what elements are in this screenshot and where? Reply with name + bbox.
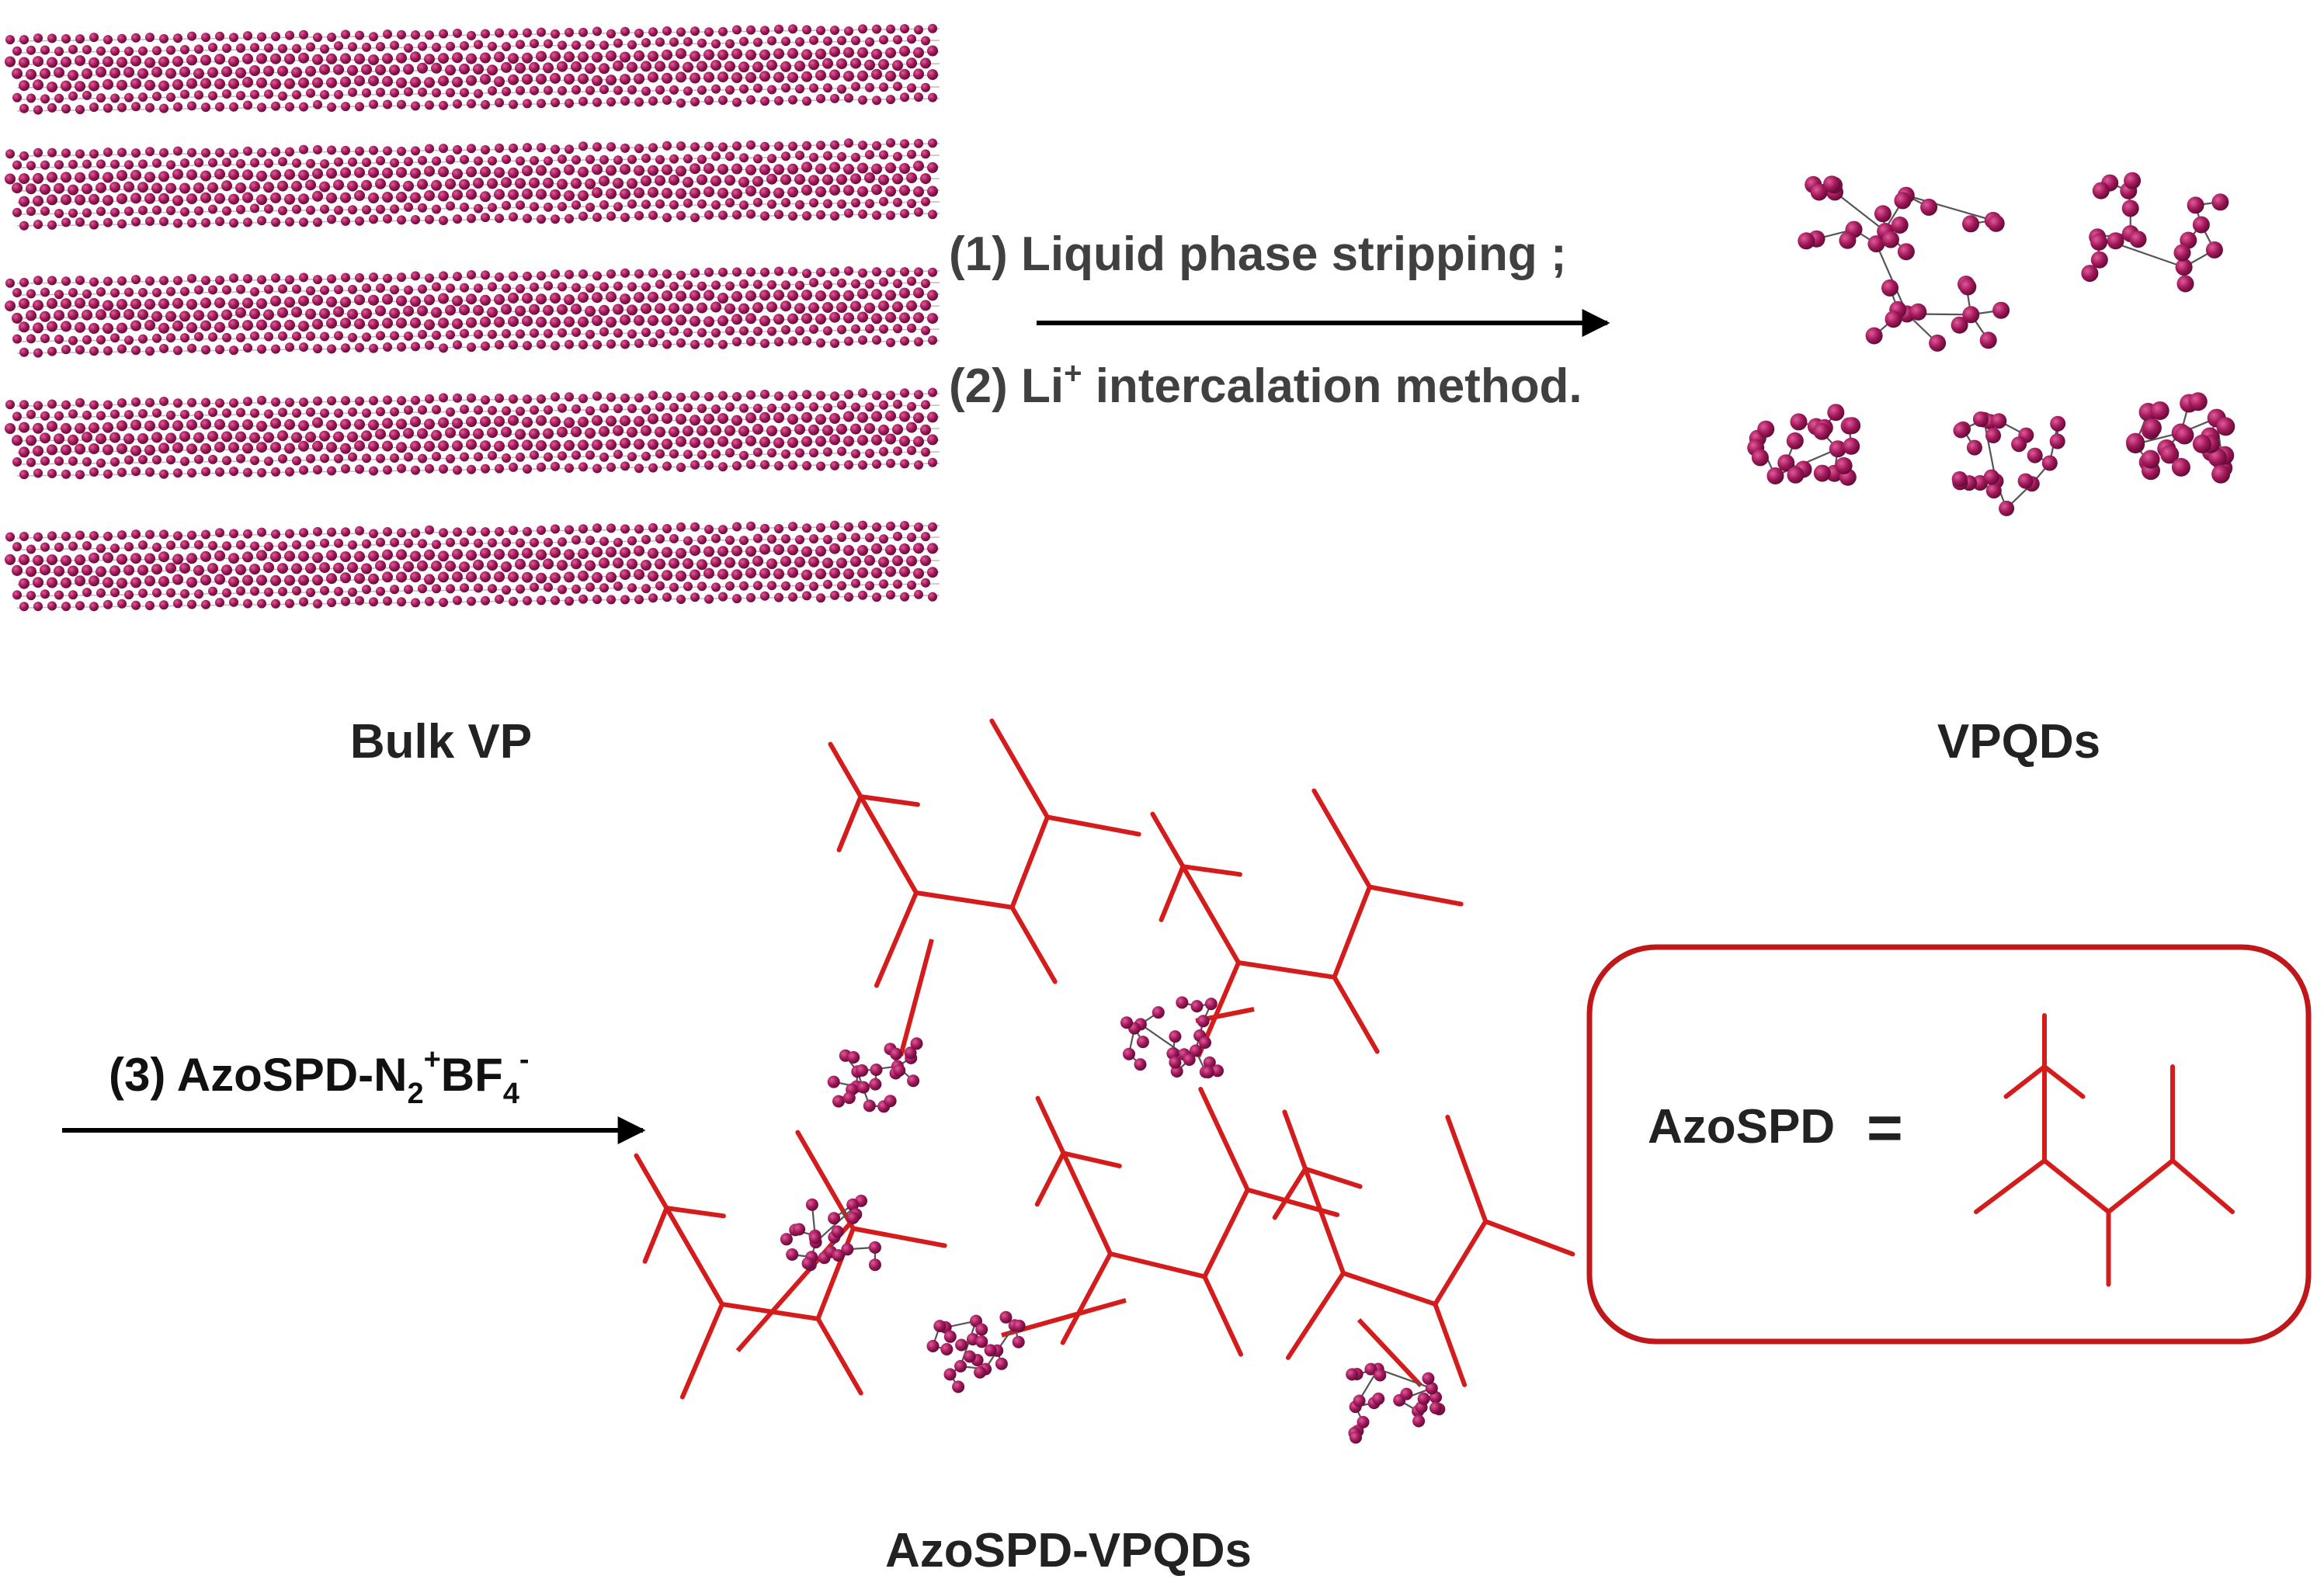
legend-equals-sign: = (1867, 1093, 1903, 1162)
azospd-ligand (1150, 788, 1464, 1058)
bulk-vp-layer (5, 520, 940, 612)
p-cluster (1346, 1362, 1446, 1444)
azospd-vpqd (1272, 1109, 1575, 1444)
step-1-label: (1) Liquid phase stripping ; (949, 227, 1567, 281)
p-cluster (780, 1194, 881, 1272)
step-2-label: (2) Li+ intercalation method. (949, 356, 1582, 413)
bulk-vp-layer (5, 138, 940, 231)
azospd-vpqd (1120, 788, 1464, 1079)
azospd-ligand (828, 718, 1141, 988)
bulk-vp-label: Bulk VP (350, 715, 532, 769)
azospd-vpqd (926, 1086, 1340, 1393)
azospd-ligand (1973, 1012, 2235, 1287)
p-cluster (1747, 404, 1861, 486)
p-cluster (1798, 175, 2010, 352)
vpqds-label: VPQDs (1937, 715, 2100, 769)
p-cluster (827, 1037, 923, 1113)
p-cluster (1951, 411, 2066, 516)
step-3-label: (3) AzoSPD-N2+BF4- (109, 1043, 530, 1110)
azospd-ligand (1272, 1109, 1575, 1387)
azospd-vpqd (827, 718, 1141, 1113)
azospd-ligand (1034, 1086, 1340, 1357)
azospd-vpqd (634, 1130, 947, 1400)
p-cluster (2081, 172, 2229, 293)
legend-azospd-label: AzoSPD (1648, 1100, 1835, 1154)
azospd-vpqd-assemblies (634, 718, 1575, 1444)
azospd-legend-box (1586, 944, 2312, 1345)
legend-azospd-structure (1973, 1012, 2235, 1287)
azospd-ligand (634, 1130, 947, 1400)
bulk-vp-layer (5, 266, 940, 358)
bulk-vp-lattice (5, 23, 940, 612)
p-cluster (1120, 996, 1224, 1079)
bulk-vp-layer (5, 23, 940, 115)
bulk-vp-layer (5, 387, 940, 480)
azospd-vpqds-label: AzoSPD-VPQDs (885, 1524, 1252, 1577)
vpqd-clusters (1747, 172, 2235, 516)
p-cluster (2126, 392, 2235, 484)
p-cluster (926, 1310, 1026, 1393)
